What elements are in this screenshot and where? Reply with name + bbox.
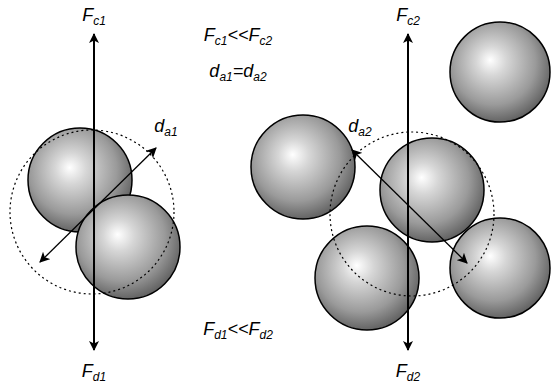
force-arrow: [407, 34, 409, 190]
diameter-label: da1: [154, 117, 177, 139]
force-label: Fd2: [396, 362, 420, 384]
diameter-arrow: [352, 150, 467, 263]
force-relation: Fc1<<Fc2: [204, 26, 272, 48]
force-arrow: [93, 190, 95, 350]
sphere-particle: [251, 22, 550, 330]
force-label: Fd1: [82, 362, 106, 384]
force-arrow: [407, 190, 409, 350]
force-label: Fc2: [396, 6, 420, 28]
force-label: Fc1: [82, 6, 106, 28]
agglomerate-outline: [330, 132, 494, 296]
agglomerate-outline: [10, 130, 174, 294]
sphere-particle: [28, 128, 180, 299]
diameter-label: da2: [348, 117, 371, 139]
force-arrow: [93, 34, 95, 190]
diameter-relation: da1=da2: [209, 62, 266, 84]
force-relation: Fd1<<Fd2: [203, 320, 273, 342]
diameter-arrow: [40, 148, 156, 262]
